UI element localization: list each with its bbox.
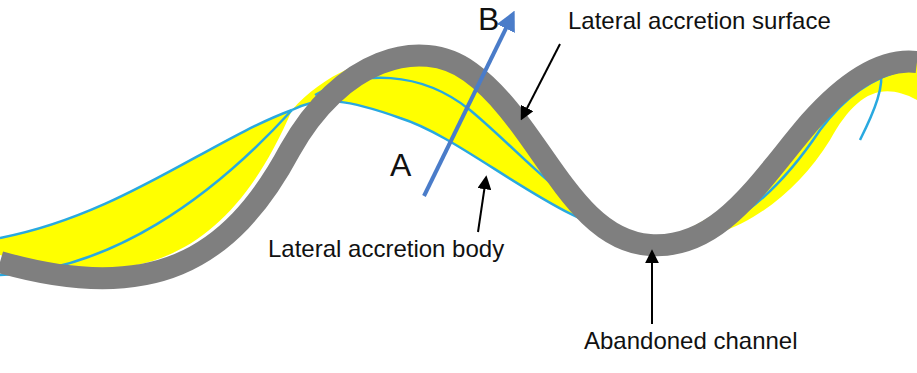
- leader-arrow: [522, 44, 560, 118]
- abandoned-channel: [0, 56, 917, 279]
- leader-arrow: [651, 252, 653, 324]
- section-arrow: [424, 16, 512, 196]
- callout-label: Lateral accretion body: [268, 236, 504, 262]
- leader-arrow: [478, 178, 486, 232]
- lateral-accretion-body: [0, 110, 292, 270]
- point-label: A: [390, 148, 411, 183]
- point-label: B: [478, 2, 499, 37]
- callout-label: Lateral accretion surface: [568, 8, 831, 34]
- accretion-surface: [0, 110, 292, 275]
- callout-label: Abandoned channel: [584, 328, 798, 354]
